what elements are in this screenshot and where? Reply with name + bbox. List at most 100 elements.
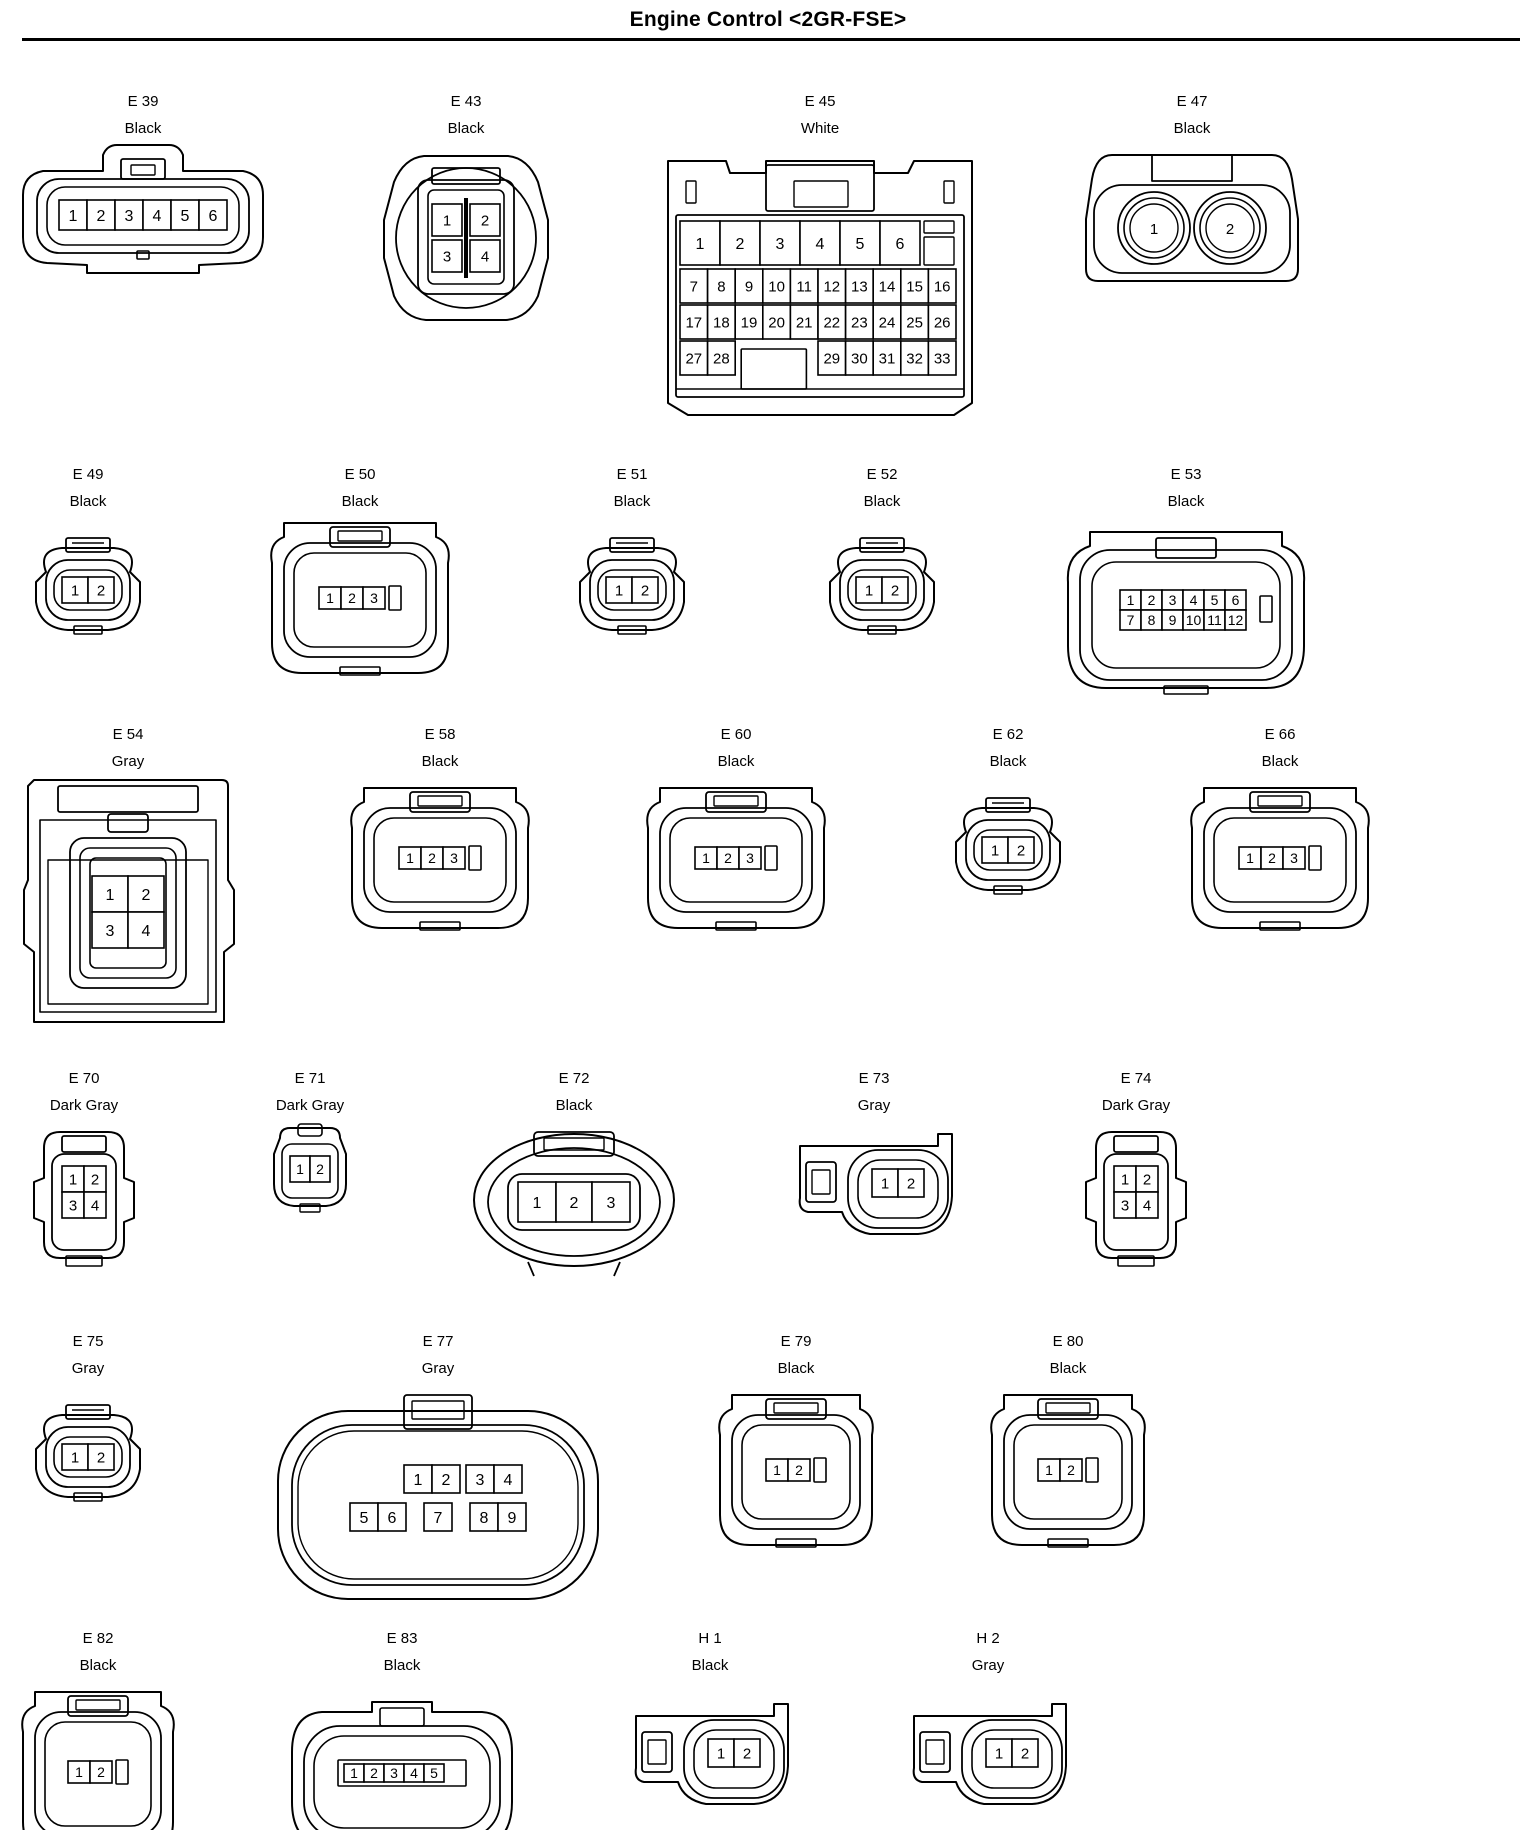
pin-cell: 11	[1203, 609, 1226, 631]
pin-number: 2	[1021, 1745, 1029, 1762]
pin-number: 1	[69, 1171, 77, 1188]
connector-color: Black	[1262, 753, 1299, 770]
pin-number: 6	[1232, 592, 1240, 608]
connector-color: Black	[125, 120, 162, 137]
pin-cell: 6	[1224, 589, 1247, 611]
pin-number: 32	[906, 350, 923, 367]
pin-number: 1	[1150, 221, 1158, 238]
pin-number: 2	[428, 850, 436, 866]
pin-cell: 2	[1140, 589, 1163, 611]
connector-color: Black	[80, 1657, 117, 1674]
pin-cell: 3	[738, 846, 762, 870]
connector-color: Black	[614, 493, 651, 510]
pin-cell: 20	[761, 304, 792, 340]
connector-id: E 49	[73, 466, 104, 483]
pin-cell: 9	[734, 268, 764, 304]
pin-number: 4	[153, 208, 162, 225]
pin-cell: 2	[420, 846, 444, 870]
pin-number: 13	[851, 278, 868, 295]
pin-number: 27	[685, 350, 702, 367]
pin-cell: 3	[431, 239, 463, 273]
pin-number: 2	[97, 1764, 105, 1780]
pin-number: 1	[350, 1765, 358, 1781]
pin-number: 5	[856, 236, 865, 253]
connector-id: E 39	[128, 93, 159, 110]
pin-cell: 1	[403, 1464, 433, 1494]
pin-number: 2	[442, 1472, 451, 1489]
pin-number: 5	[181, 208, 190, 225]
pin-number: 3	[1169, 592, 1177, 608]
connector-id: E 62	[993, 726, 1024, 743]
connector-id: E 52	[867, 466, 898, 483]
pin-number: 7	[690, 278, 698, 295]
pin-cell: 1	[91, 875, 129, 913]
pin-cell: 4	[142, 199, 172, 231]
pin-number: 24	[879, 314, 896, 331]
pin-cell: 2	[309, 1155, 331, 1183]
pin-cell: 1	[67, 1760, 91, 1784]
pin-number: 1	[1121, 1171, 1129, 1188]
connector-id: E 77	[423, 1333, 454, 1350]
connector-color: Dark Gray	[50, 1097, 119, 1114]
pin-number: 1	[69, 208, 78, 225]
pin-number: 2	[97, 1449, 105, 1466]
connector-color: Black	[1168, 493, 1205, 510]
pin-number: 8	[717, 278, 725, 295]
pin-number: 12	[823, 278, 840, 295]
pin-number: 28	[713, 350, 730, 367]
pin-cell: 22	[817, 304, 847, 340]
connector-id: E 83	[387, 1630, 418, 1647]
pin-cell: 1	[605, 576, 633, 604]
connector-id: E 74	[1121, 1070, 1152, 1087]
pin-number: 20	[768, 314, 785, 331]
pin-number: 5	[360, 1510, 369, 1527]
pin-cell: 4	[403, 1763, 425, 1783]
pin-number: 18	[713, 314, 730, 331]
pin-cell: 2	[87, 1443, 115, 1471]
pin-cell: 1	[694, 846, 718, 870]
pin-cell: 3	[465, 1464, 495, 1494]
pin-number: 2	[1067, 1462, 1075, 1478]
pin-number: 1	[296, 1161, 304, 1177]
pin-number: 4	[1143, 1197, 1151, 1214]
pin-number: 3	[125, 208, 134, 225]
pin-number: 33	[934, 350, 951, 367]
pin-number: 6	[388, 1510, 397, 1527]
pin-number: 1	[991, 842, 999, 859]
connector-color: Gray	[72, 1360, 105, 1377]
pin-cell: 8	[1140, 609, 1163, 631]
pin-number: 2	[891, 582, 899, 599]
pin-number: 3	[69, 1197, 77, 1214]
pin-cell: 2	[83, 1165, 107, 1193]
pin-number: 14	[879, 278, 896, 295]
pin-number: 19	[741, 314, 758, 331]
pin-number: 4	[481, 248, 489, 265]
connector-color: Black	[1050, 1360, 1087, 1377]
pin-cell: 3	[383, 1763, 405, 1783]
pin-number: 2	[570, 1195, 579, 1212]
pin-number: 11	[1207, 612, 1222, 628]
pin-cell: 2	[787, 1458, 811, 1482]
pin-number: 2	[907, 1175, 915, 1192]
pin-cell: 32	[899, 340, 930, 376]
pin-cell: 9	[497, 1502, 527, 1532]
connector-color: Gray	[422, 1360, 455, 1377]
pin-number: 1	[717, 1745, 725, 1762]
pin-cell: 2	[716, 846, 740, 870]
pin-cell: 5	[349, 1502, 379, 1532]
pin-number: 3	[443, 248, 451, 265]
pin-cell: 24	[872, 304, 902, 340]
pin-cell: 4	[469, 239, 501, 273]
pin-cell: 2	[1059, 1458, 1083, 1482]
pin-cell: 4	[127, 911, 165, 949]
connector-id: E 75	[73, 1333, 104, 1350]
pin-cell: 3	[91, 911, 129, 949]
connector-id: E 43	[451, 93, 482, 110]
